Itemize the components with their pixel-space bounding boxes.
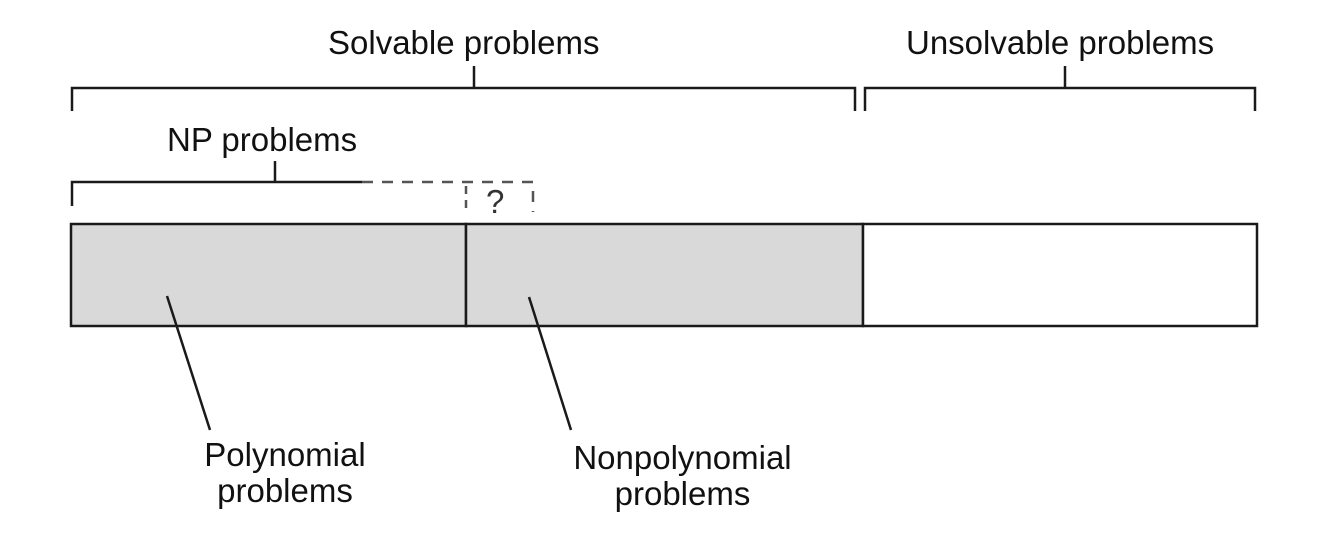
polynomial-label-line2: problems <box>217 472 353 509</box>
nonpolynomial-label-line1: Nonpolynomial <box>573 439 792 476</box>
polynomial-region <box>69 222 468 328</box>
polynomial-label: Polynomial problems <box>180 437 390 509</box>
nonpolynomial-region <box>464 222 865 328</box>
nonpolynomial-label-line2: problems <box>614 475 751 512</box>
unsolvable-bracket <box>863 66 1257 111</box>
question-mark: ? <box>486 183 505 220</box>
unsolvable-region <box>861 222 1259 328</box>
unsolvable-label: Unsolvable problems <box>906 24 1215 61</box>
polynomial-pointer <box>165 295 212 431</box>
solvable-bracket <box>70 66 857 111</box>
np-label: NP problems <box>167 121 358 158</box>
polynomial-label-line1: Polynomial <box>204 436 366 473</box>
solvable-label: Solvable problems <box>328 24 600 61</box>
np-bracket <box>70 161 535 212</box>
nonpolynomial-pointer <box>527 296 573 431</box>
nonpolynomial-label: Nonpolynomial problems <box>545 440 820 512</box>
